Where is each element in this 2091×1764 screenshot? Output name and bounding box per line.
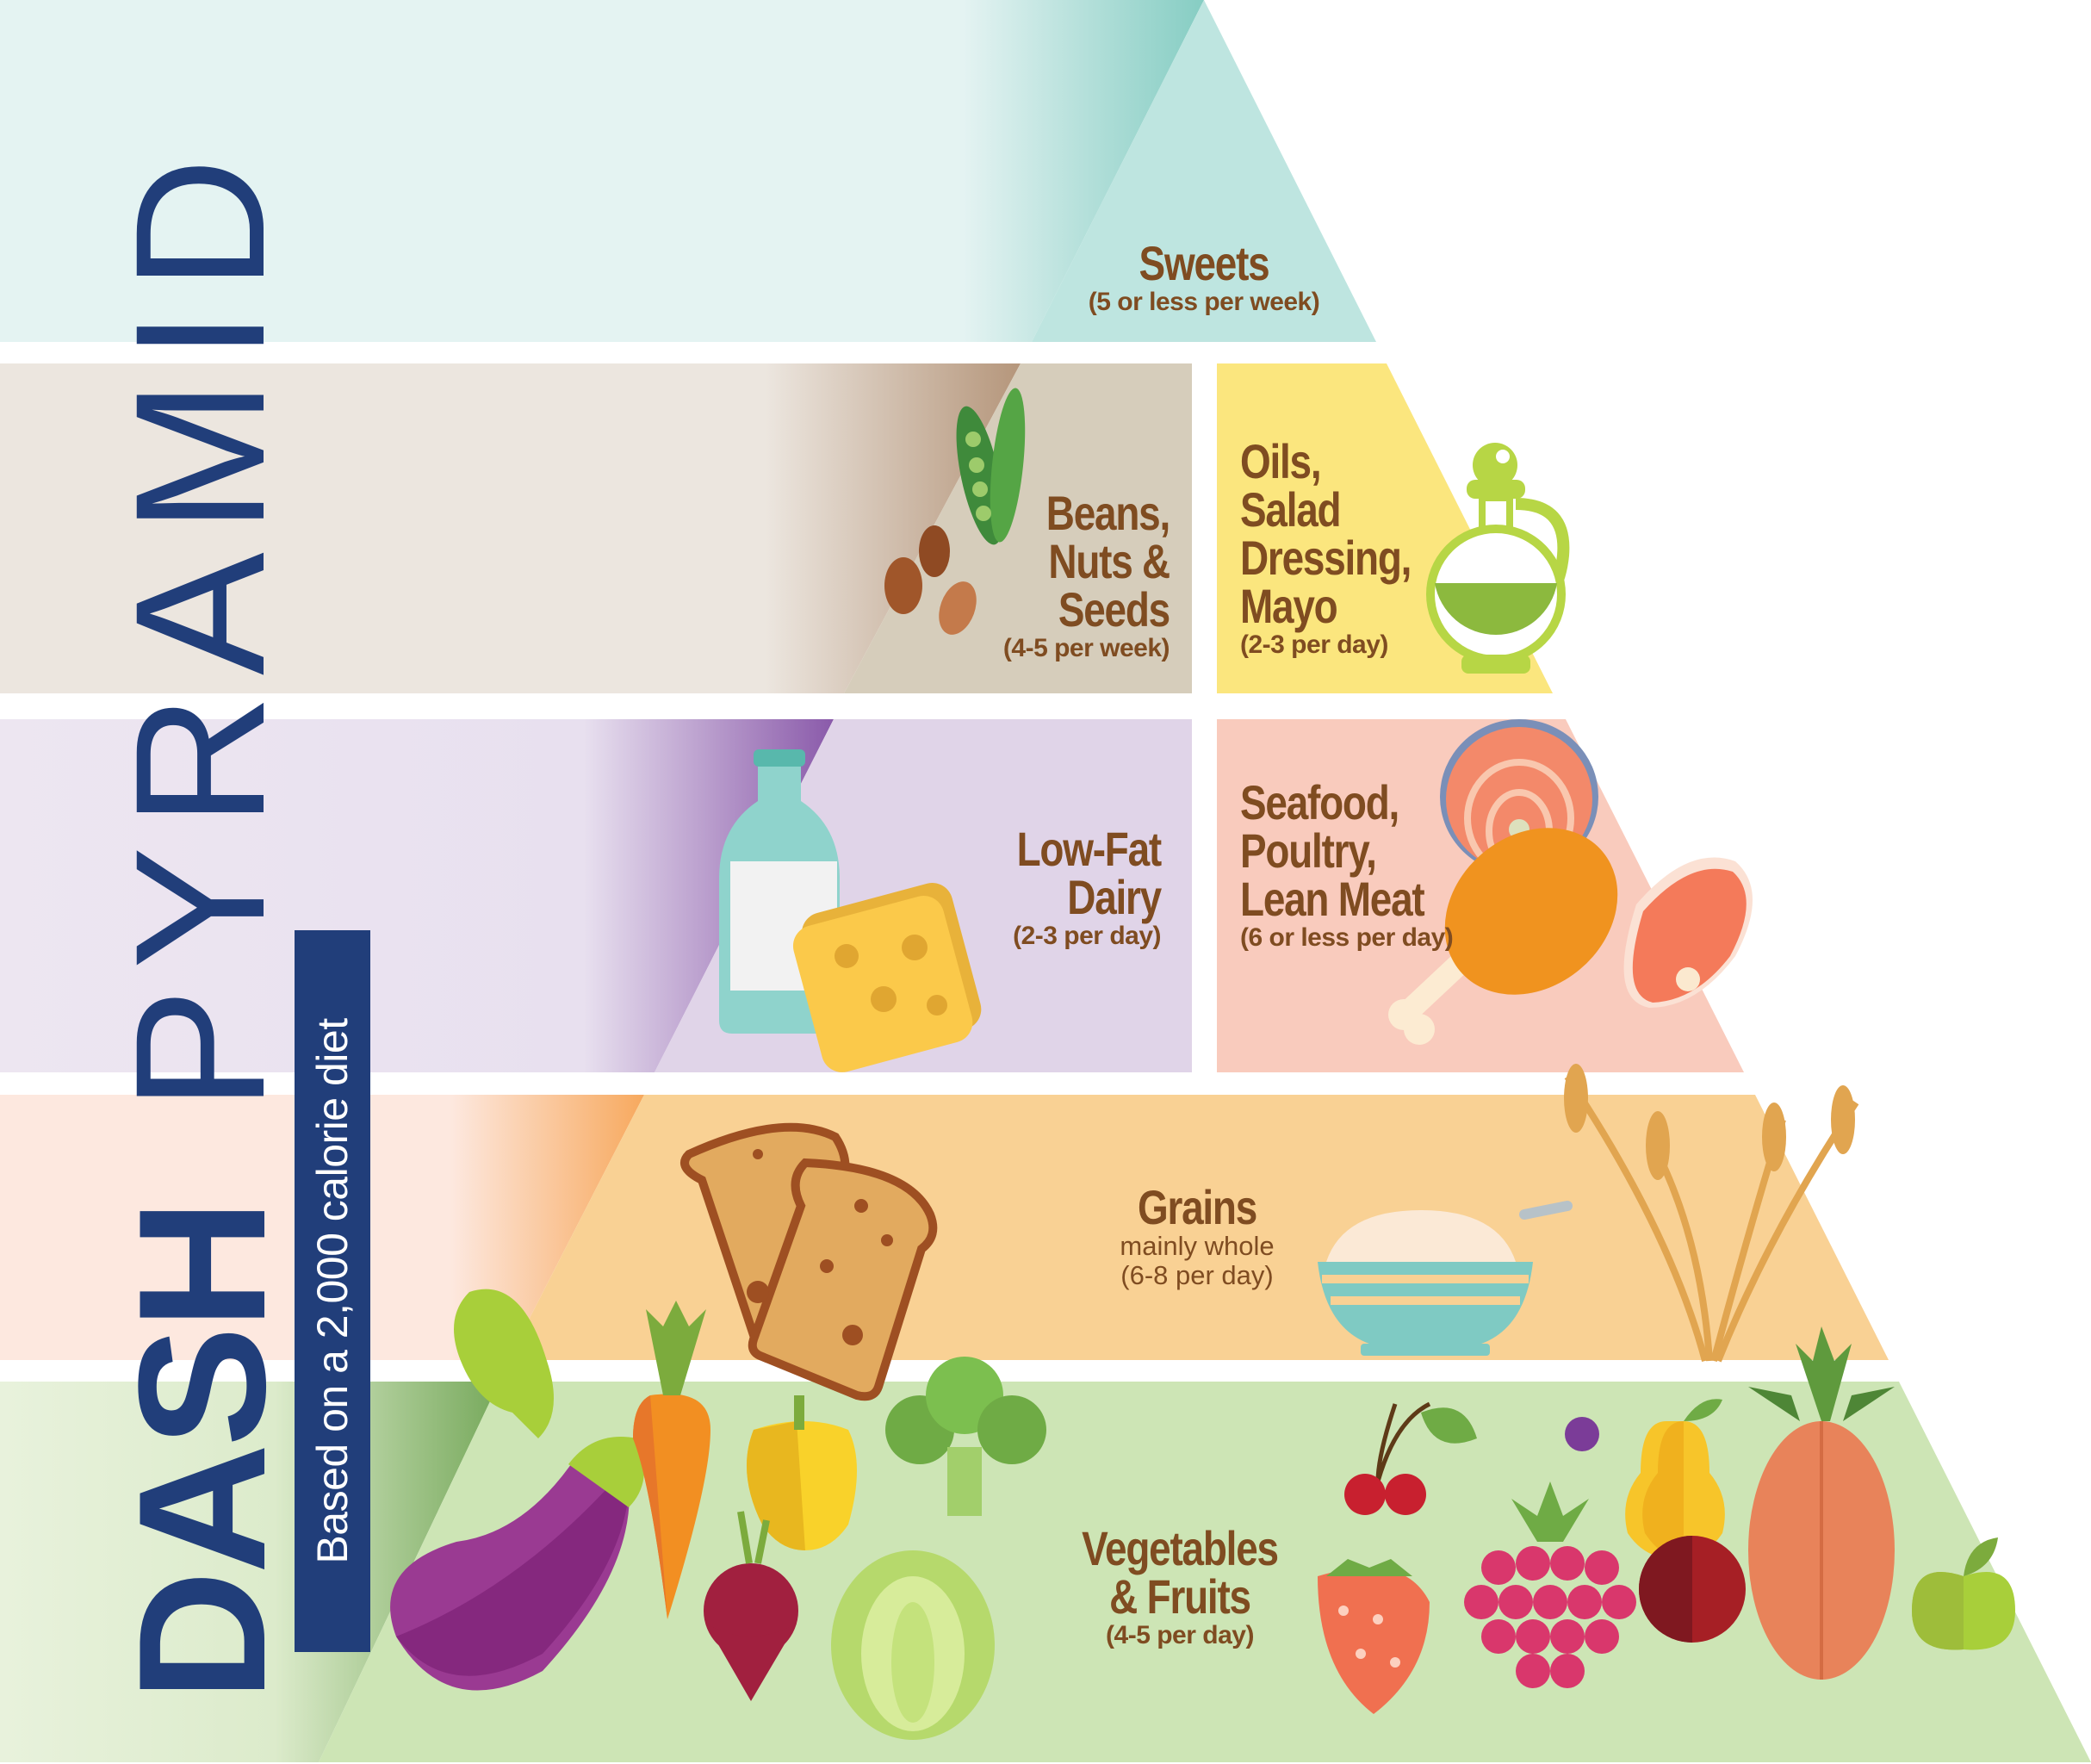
apple-icon: [1912, 1537, 2015, 1650]
peapod-icon: [956, 388, 1026, 545]
tier-serving: (4-5 per week): [1002, 634, 1170, 662]
tier-label-beans: Beans, Nuts & Seeds (4-5 per week): [947, 489, 1170, 663]
tier-serving: (2-3 per day): [1240, 630, 1388, 659]
tier-label-protein: Seafood, Poultry, Lean Meat (6 or less p…: [1240, 779, 1498, 953]
carrot-icon: [633, 1301, 710, 1619]
porridge-bowl-icon: [1318, 1201, 1573, 1356]
tier-serving: (6 or less per day): [1240, 923, 1454, 952]
tier-note: mainly whole: [1120, 1231, 1275, 1261]
tier-name-line: Poultry,: [1240, 823, 1377, 878]
tier-label-dairy: Low-Fat Dairy (2-3 per day): [930, 822, 1163, 951]
tier-label-sweets: Sweets (5 or less per week): [1068, 239, 1340, 317]
tier-name-line: Dressing,: [1240, 531, 1412, 585]
tier-name-line: Vegetables: [1082, 1521, 1279, 1575]
tier-name-line: Salad: [1240, 482, 1342, 537]
tier-name-line: Oils,: [1240, 434, 1322, 488]
title-pyramid: PYRAMID: [97, 138, 303, 1111]
tier-name: Grains: [1137, 1180, 1257, 1234]
tier-name-line: Lean Meat: [1240, 872, 1425, 926]
raspberry-icon: [1464, 1481, 1636, 1688]
tier-beans: [844, 363, 1192, 693]
bell-pepper-icon: [747, 1395, 857, 1550]
lettuce-leaf-icon: [454, 1289, 554, 1438]
tier-sweets: [1032, 0, 1376, 342]
tier-name-line: Seafood,: [1240, 775, 1399, 829]
tier-serving: (2-3 per day): [1013, 922, 1161, 950]
bread-slices-icon: [680, 1122, 938, 1401]
plum-icon: [1565, 1417, 1599, 1451]
tier-name-line: Mayo: [1240, 579, 1338, 633]
tier-label-oils: Oils, Salad Dressing, Mayo (2-3 per day): [1240, 438, 1464, 660]
eggplant-icon: [390, 1437, 644, 1691]
tier-label-veg: Vegetables & Fruits (4-5 per day): [1051, 1525, 1309, 1650]
tier-name-line: & Fruits: [1109, 1569, 1251, 1624]
nuts-icon: [884, 525, 977, 635]
subtitle-text: Based on a 2,000 calorie diet: [308, 1018, 357, 1564]
broccoli-icon: [885, 1357, 1046, 1516]
tier-name-line: Nuts &: [1048, 534, 1170, 588]
pomegranate-icon: [1639, 1536, 1746, 1643]
strawberry-icon: [1318, 1559, 1430, 1714]
tier-name-line: Seeds: [1058, 582, 1170, 637]
cherries-icon: [1344, 1401, 1477, 1515]
tier-name: Sweets: [1139, 236, 1270, 290]
tier-name-line: Beans,: [1046, 486, 1170, 540]
oil-cruet-icon: [1426, 443, 1570, 674]
title-dash: DASH: [101, 1202, 303, 1701]
cheese-icon: [792, 883, 982, 1072]
cabbage-icon: [831, 1550, 995, 1740]
pear-icon: [1625, 1399, 1725, 1559]
tier-name-line: Low-Fat: [1016, 822, 1163, 876]
beef-steak-icon: [1623, 857, 1753, 1008]
tier-serving: (4-5 per day): [1106, 1621, 1254, 1649]
chicken-leg-icon: [1388, 828, 1618, 1045]
beet-icon: [704, 1511, 798, 1701]
tier-label-grains: Grains mainly whole (6-8 per day): [1085, 1183, 1309, 1290]
subtitle-banner: Based on a 2,000 calorie diet: [295, 930, 370, 1652]
tier-serving: (5 or less per week): [1088, 288, 1320, 316]
wheat-icon: [1564, 1064, 1859, 1363]
tier-name-line: Dairy: [1067, 870, 1162, 924]
pineapple-icon: [1748, 1326, 1895, 1680]
tier-serving: (6-8 per day): [1120, 1260, 1274, 1290]
